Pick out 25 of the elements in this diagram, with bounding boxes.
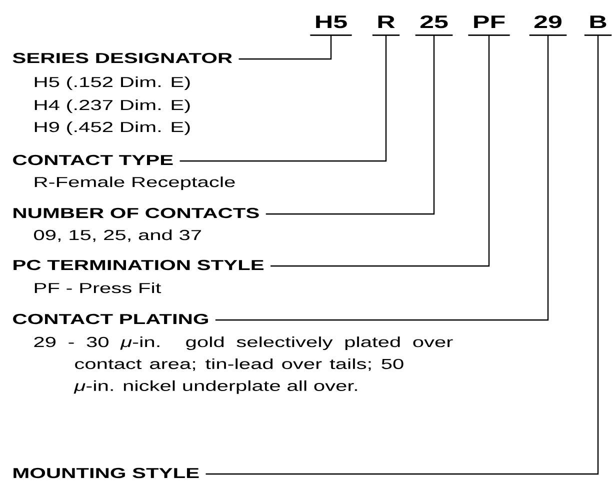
part-code: PF <box>468 16 510 36</box>
field-heading: CONTACT PLATING <box>13 314 208 324</box>
part-code: 25 <box>415 15 453 36</box>
part-code: H5 <box>310 16 352 36</box>
field-heading: SERIES DESIGNATOR <box>12 52 232 64</box>
field-heading: MOUNTING STYLE <box>14 468 199 478</box>
option-text: H9 (.452 Dim. E) <box>34 122 190 135</box>
option-text: H4 (.237 Dim. E) <box>34 100 190 113</box>
part-code: 29 <box>529 15 567 36</box>
part-code: B <box>584 16 612 36</box>
leader-line <box>180 35 387 162</box>
option-text: H5 (.152 Dim. E) <box>34 76 190 90</box>
leader-line <box>215 35 549 321</box>
leader-line <box>206 35 599 475</box>
leader-line <box>238 35 332 60</box>
part-code: R <box>372 16 400 36</box>
option-text: R-Female Receptacle <box>34 176 235 190</box>
field-heading: CONTACT TYPE <box>13 154 173 166</box>
leader-line <box>270 35 490 267</box>
field-heading: PC TERMINATION STYLE <box>14 260 264 270</box>
option-text: 09, 15, 25, and 37 <box>34 230 201 242</box>
field-heading: NUMBER OF CONTACTS <box>14 208 259 218</box>
option-text: 29 - 30 μ-in. gold selectively plated over contact area; tin-lead over tails; 50 μ-in. nickel underplate all over. <box>34 336 453 394</box>
leader-line <box>266 35 435 215</box>
option-text: PF - Press Fit <box>34 282 162 294</box>
